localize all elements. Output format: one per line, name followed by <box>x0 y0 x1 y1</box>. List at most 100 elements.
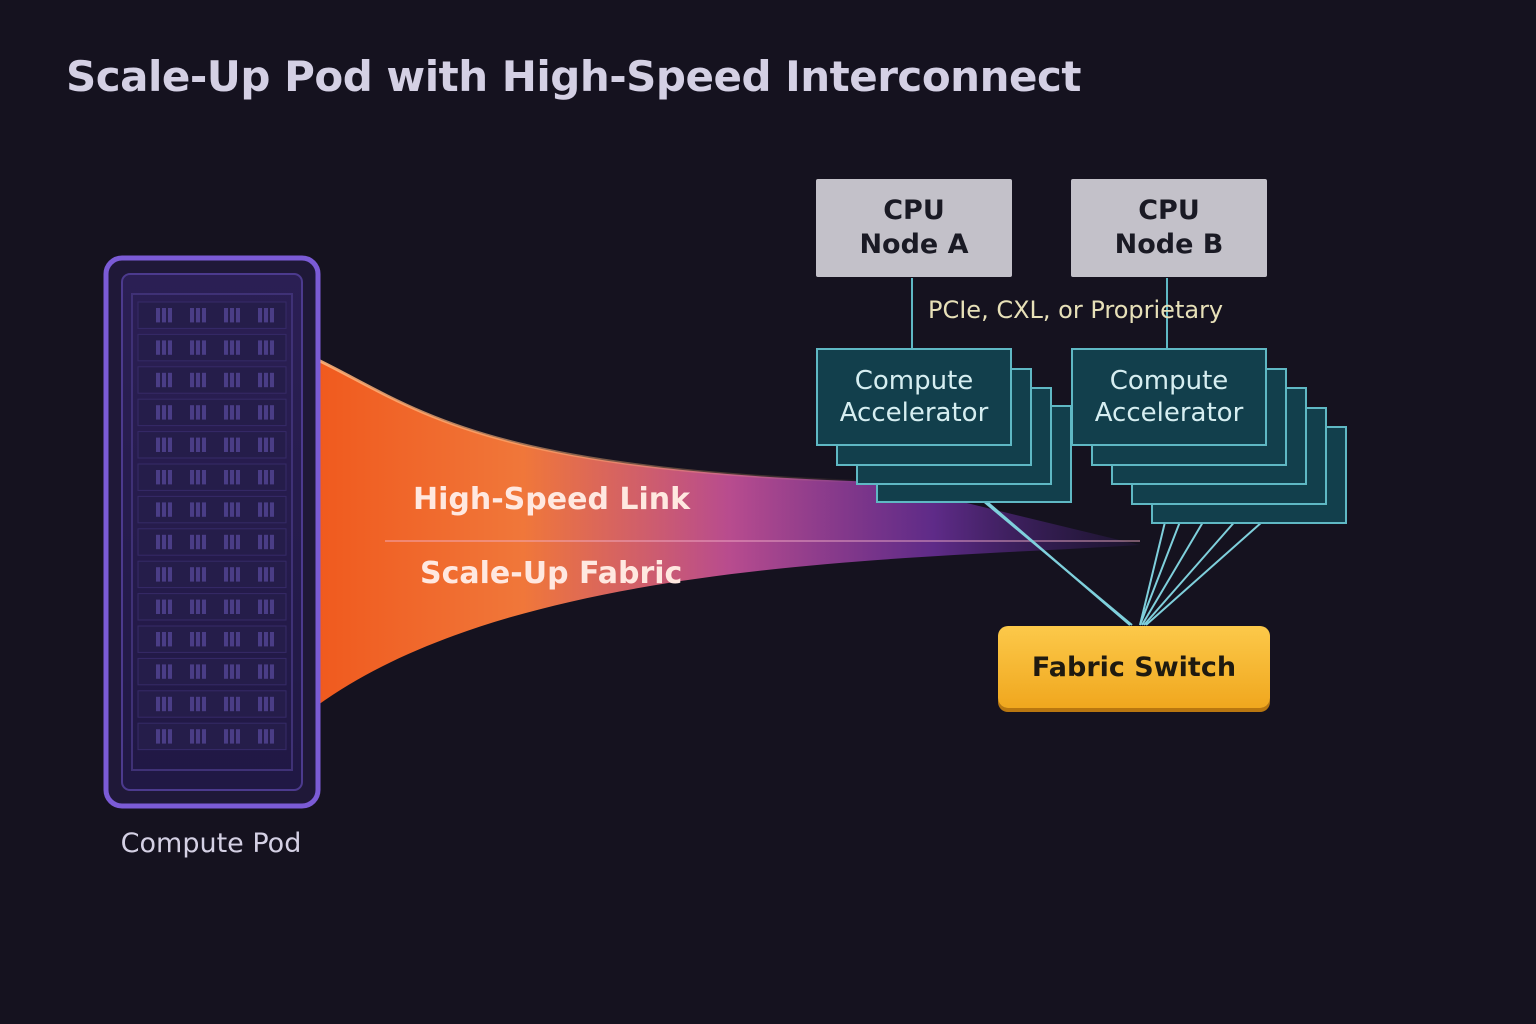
rack-vent <box>258 405 262 420</box>
cpu-node-a-line2: Node A <box>859 229 969 260</box>
rack-vent <box>196 664 200 679</box>
rack-vent <box>236 405 240 420</box>
rack-vent <box>230 696 234 712</box>
rack-vent <box>162 729 166 744</box>
rack-unit <box>137 690 287 718</box>
rack-vent <box>224 437 228 452</box>
rack-vent <box>190 567 194 582</box>
cpu-node-a-line1: CPU <box>883 195 945 226</box>
fabric-switch: Fabric Switch <box>998 626 1270 708</box>
rack-vent <box>162 534 166 550</box>
scale-up-fabric-label: Scale-Up Fabric <box>420 556 683 591</box>
rack-vent <box>202 308 206 323</box>
rack-vent <box>224 534 228 550</box>
rack-vent <box>224 664 228 679</box>
rack-vent <box>264 696 268 712</box>
rack-vent <box>156 632 160 647</box>
rack-vent <box>196 729 200 744</box>
rack-vent <box>224 567 228 582</box>
rack-vent <box>224 599 228 614</box>
rack-vent <box>196 696 200 712</box>
rack-vent <box>162 567 166 582</box>
rack-vent <box>202 502 206 517</box>
rack-vent <box>270 470 274 485</box>
rack-vent <box>270 534 274 550</box>
rack-vent <box>270 567 274 582</box>
accelerator-b: Compute Accelerator <box>1071 348 1267 446</box>
beam-top-rim <box>317 358 881 484</box>
rack-vent <box>196 502 200 517</box>
rack-vent <box>168 632 172 647</box>
rack-vent <box>168 599 172 614</box>
rack-vent <box>270 664 274 679</box>
rack-vent <box>258 599 262 614</box>
rack-vent <box>196 567 200 582</box>
rack-unit <box>137 593 287 621</box>
rack-vent <box>258 340 262 355</box>
rack-vent <box>264 340 268 355</box>
accelerator-a-line2: Accelerator <box>839 398 989 428</box>
rack-unit <box>137 495 287 524</box>
rack-vent <box>162 599 166 614</box>
rack-vent <box>202 664 206 679</box>
rack-vent <box>168 567 172 582</box>
rack-vent <box>236 308 240 323</box>
rack-vent <box>224 470 228 485</box>
rack-vent <box>162 632 166 647</box>
rack-vent <box>190 696 194 712</box>
rack-vent <box>190 405 194 420</box>
accelerator-b-line1: Compute <box>1109 366 1229 396</box>
rack-vent <box>156 729 160 744</box>
rack-vent <box>196 534 200 550</box>
rack-vent <box>264 534 268 550</box>
rack-vent <box>190 664 194 679</box>
rack-unit <box>137 560 287 589</box>
rack-vent <box>264 502 268 517</box>
rack-vent <box>156 470 160 485</box>
rack-vent <box>270 437 274 452</box>
rack-vent <box>202 599 206 614</box>
rack-vent <box>264 405 268 420</box>
accelerator-a: Compute Accelerator <box>816 348 1012 446</box>
rack-vent <box>156 372 160 388</box>
rack-vent <box>224 632 228 647</box>
rack-vent <box>270 340 274 355</box>
cpu-node-b-line2: Node B <box>1114 229 1224 260</box>
rack-vent <box>156 696 160 712</box>
rack-vent <box>162 664 166 679</box>
rack-vent <box>264 567 268 582</box>
rack-vent <box>230 308 234 323</box>
rack-vent <box>196 437 200 452</box>
rack-vent <box>258 664 262 679</box>
rack-vent <box>236 502 240 517</box>
rack-vent <box>162 405 166 420</box>
rack-vent <box>236 632 240 647</box>
cpu-node-a: CPU Node A <box>816 179 1012 277</box>
rack-vent <box>258 696 262 712</box>
cpu-node-b-line1: CPU <box>1138 195 1200 226</box>
rack-vent <box>264 664 268 679</box>
rack-vent <box>196 372 200 388</box>
rack-vent <box>224 372 228 388</box>
rack-vent <box>264 308 268 323</box>
rack-vent <box>224 696 228 712</box>
rack-vent <box>168 340 172 355</box>
rack-vent <box>264 599 268 614</box>
rack-vent <box>156 599 160 614</box>
rack-vent <box>156 664 160 679</box>
rack-vent <box>270 502 274 517</box>
rack-unit <box>137 722 287 751</box>
rack-vent <box>162 340 166 355</box>
rack-vent <box>202 340 206 355</box>
rack-vent <box>236 534 240 550</box>
rack-vent <box>258 729 262 744</box>
rack-vent <box>162 470 166 485</box>
rack-unit <box>137 431 287 459</box>
rack-vent <box>264 437 268 452</box>
rack-vent <box>230 372 234 388</box>
rack-vent <box>190 599 194 614</box>
rack-vent <box>162 696 166 712</box>
rack-vent <box>230 664 234 679</box>
